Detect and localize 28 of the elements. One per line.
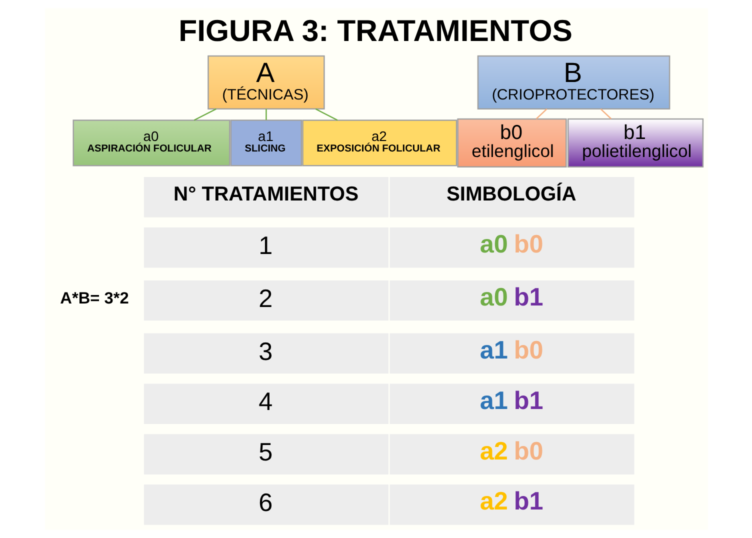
connector — [193, 108, 216, 121]
connector — [265, 108, 266, 120]
node-box: a0 ASPIRACIÓN FOLICULAR — [72, 120, 230, 166]
node-box: B (CRIOPROTECTORES) — [476, 55, 670, 110]
label: a0 b1 — [479, 284, 543, 312]
diagram-title: FIGURA 3: TRATAMIENTOS — [178, 15, 572, 48]
label: a1 b1 — [479, 386, 543, 415]
label: 2 — [258, 284, 272, 313]
connector — [600, 108, 612, 120]
node-box: b1 polietilenglicol — [566, 118, 704, 168]
label: a0 b0 — [479, 230, 543, 259]
label: SIMBOLOGÍA — [446, 184, 576, 206]
label: N° TRATAMIENTOS — [173, 184, 358, 206]
node-box: a2 EXPOSICIÓN FOLICULAR — [302, 120, 457, 166]
node-box: b0 etilenglicol — [456, 118, 566, 168]
node-box: A (TÉCNICAS) — [207, 55, 324, 110]
label: 1 — [258, 232, 272, 260]
label: 3 — [258, 338, 272, 366]
label: a2 b1 — [479, 488, 543, 516]
label: A*B= 3*2 — [60, 290, 128, 308]
label: 5 — [258, 438, 272, 467]
node-box: a1 SLICING — [230, 120, 302, 166]
connector — [314, 108, 338, 121]
label: a1 b0 — [479, 336, 543, 364]
connector — [535, 108, 547, 120]
label: 6 — [258, 489, 272, 518]
label: a2 b0 — [479, 437, 543, 466]
label: 4 — [258, 388, 272, 416]
